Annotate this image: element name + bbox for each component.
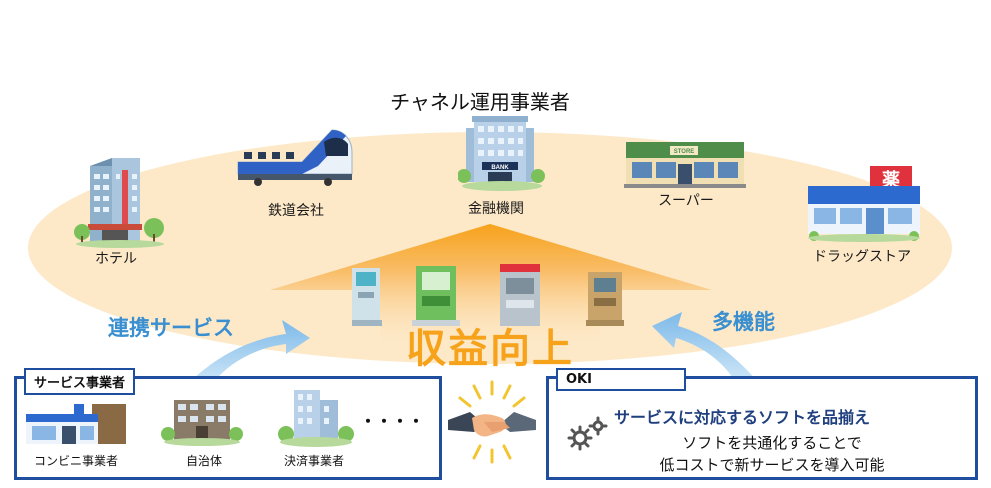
gear-icon (567, 416, 608, 451)
office-building-icon (278, 390, 354, 447)
service-provider-tag: サービス事業者 (24, 368, 136, 395)
revenue-increase-caption: 収益向上 (406, 326, 574, 372)
linkage-service-caption: 連携サービス (108, 316, 234, 340)
supermarket-icon: STORE (624, 142, 746, 188)
channel-label-financial: 金融機関 (468, 201, 524, 217)
convenience-store-icon (26, 404, 126, 444)
more-ellipsis: ・・・・ (359, 412, 425, 431)
channel-label-supermarket: スーパー (658, 193, 714, 209)
service-label-municipality: 自治体 (185, 454, 223, 468)
train-icon (237, 129, 353, 186)
atm-icon (352, 268, 382, 326)
oki-line-1: ソフトを共通化することで (682, 434, 862, 452)
hotel-icon (74, 158, 164, 248)
atm-icon (500, 264, 540, 326)
handshake-icon (448, 380, 536, 464)
oki-tag: OKI (556, 368, 686, 391)
multifunction-arrow (652, 312, 758, 390)
atm-icon (586, 272, 624, 326)
atm-group (352, 264, 624, 326)
revenue-up-arrow (270, 224, 712, 345)
bank-building-icon: BANK (458, 116, 545, 191)
atm-icon (412, 266, 460, 326)
bank-sign: BANK (491, 165, 509, 171)
oki-title: サービスに対応するソフトを品揃え (613, 408, 871, 427)
channel-label-drugstore: ドラッグストア (813, 249, 911, 265)
drugstore-icon: 薬 (808, 166, 920, 242)
drug-sign: 薬 (882, 170, 900, 191)
page-title: チャネル運用事業者 (390, 90, 570, 114)
linkage-arrow (188, 320, 310, 392)
city-hall-icon (161, 400, 243, 446)
oki-line-2: 低コストで新サービスを導入可能 (659, 456, 885, 474)
oki-box (546, 376, 978, 480)
channel-label-hotel: ホテル (95, 251, 137, 267)
store-sign: STORE (674, 149, 695, 155)
multifunction-caption: 多機能 (712, 310, 775, 334)
channel-label-railway: 鉄道会社 (268, 203, 324, 219)
service-label-payment: 決済事業者 (283, 454, 345, 468)
service-label-convenience: コンビニ事業者 (33, 454, 119, 468)
